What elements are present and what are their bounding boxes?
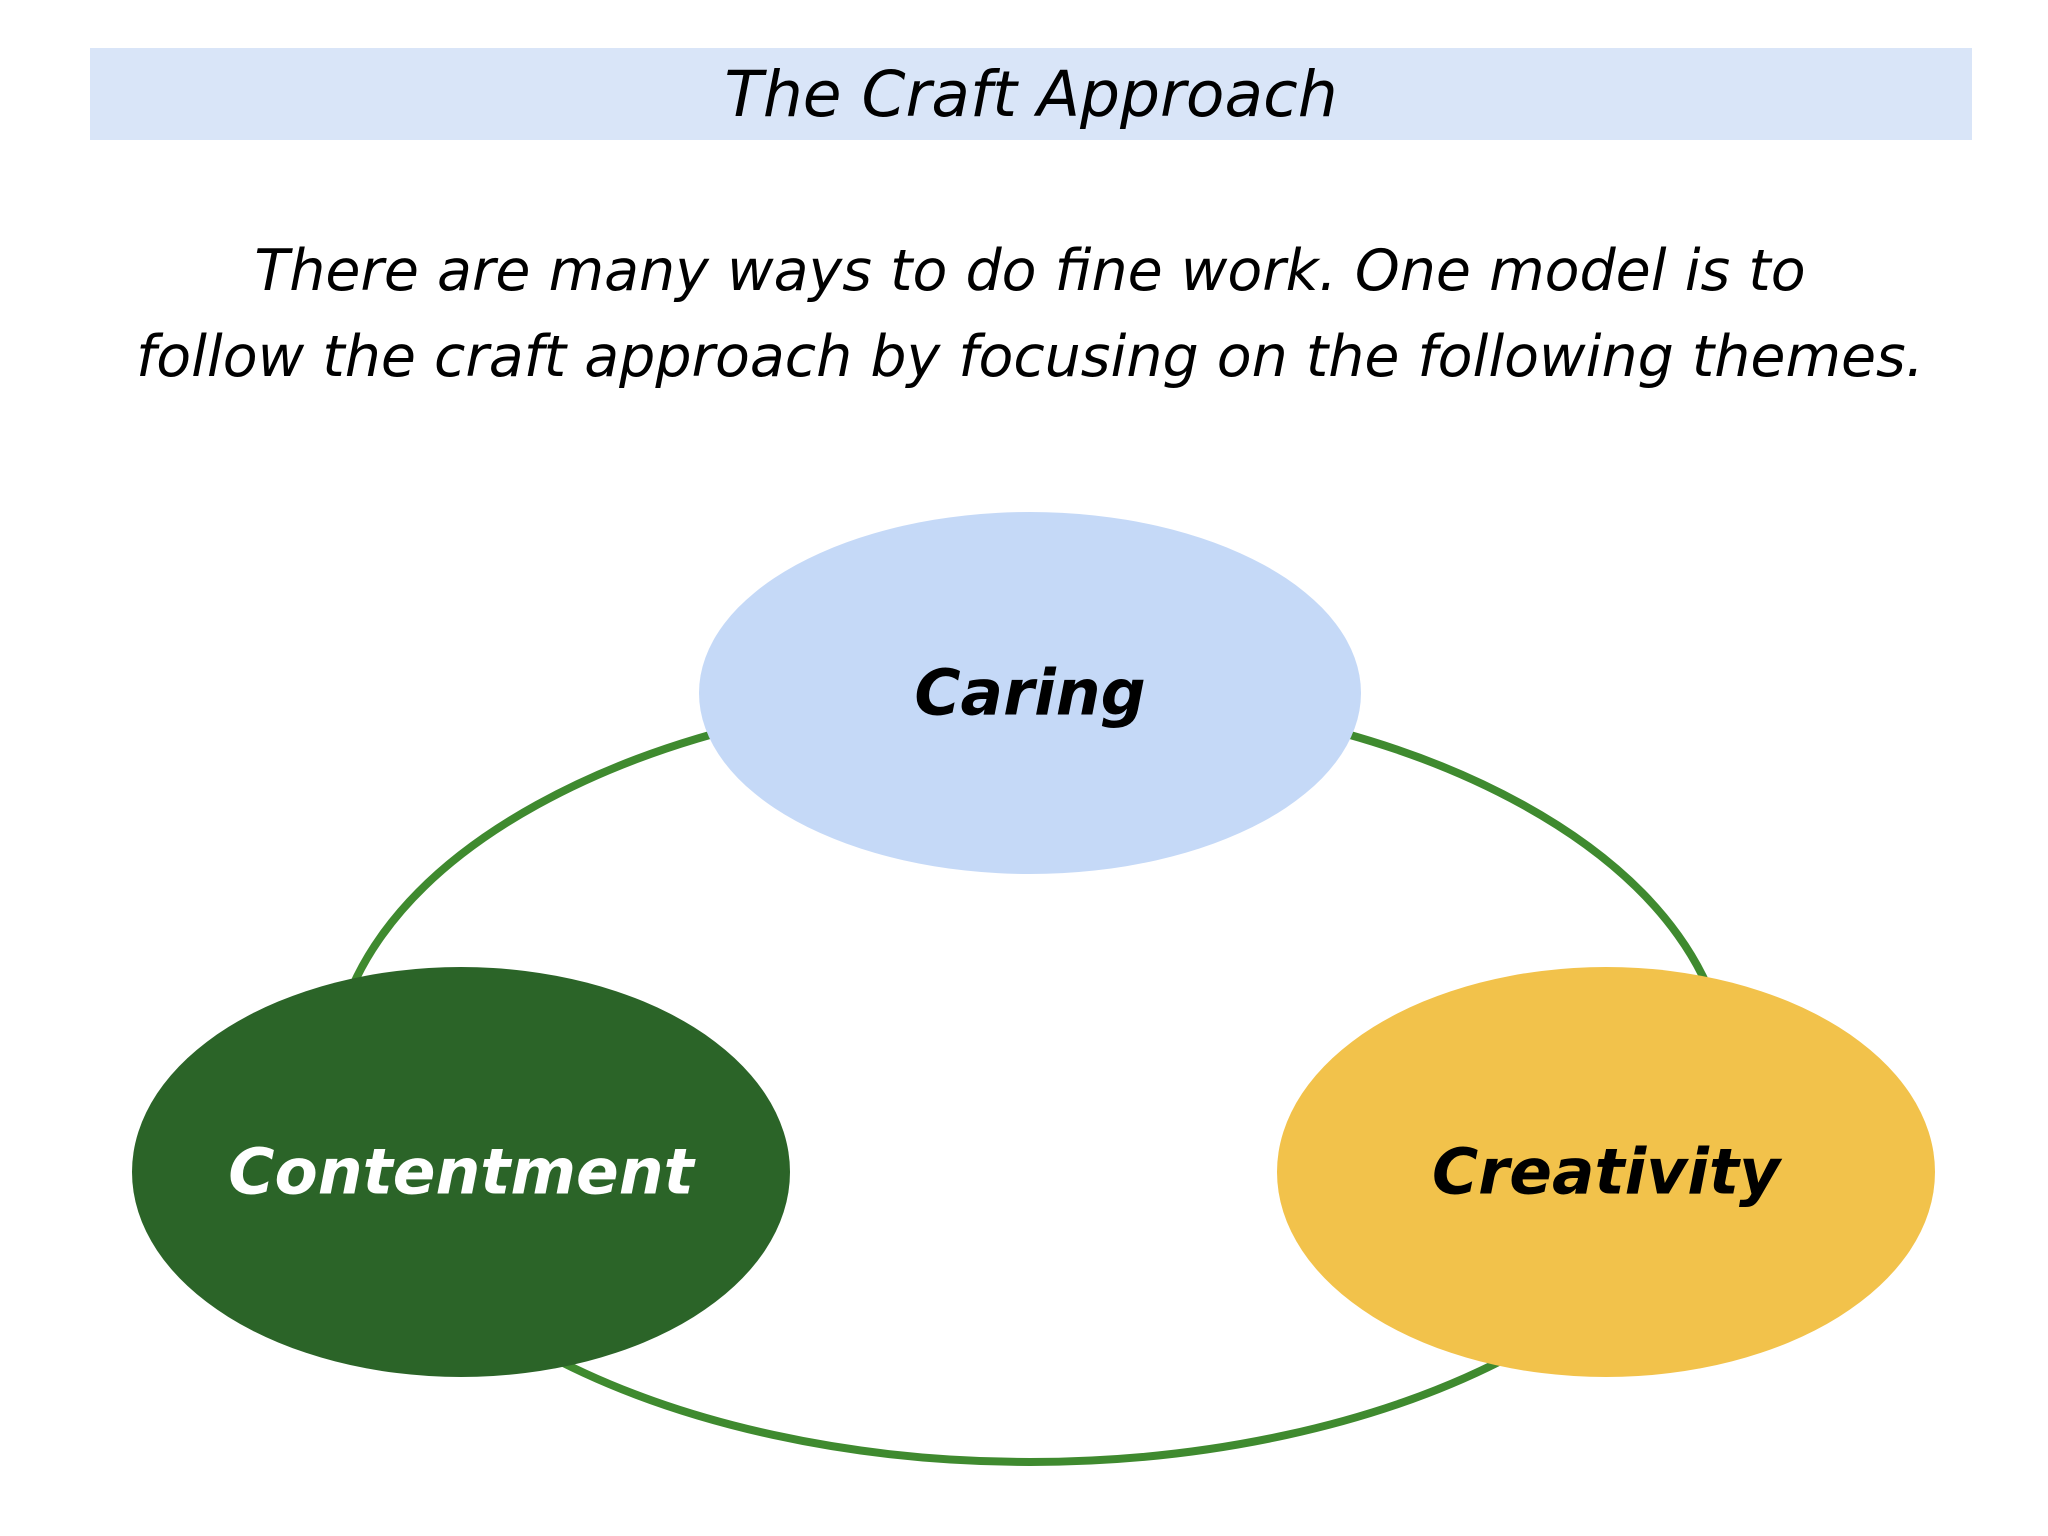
- intro-line-2: follow the craft approach by focusing on…: [136, 324, 1924, 390]
- node-label-creativity: Creativity: [1431, 1135, 1781, 1209]
- intro-text: There are many ways to do fine work. One…: [80, 228, 1980, 400]
- intro-line-1: There are many ways to do fine work. One…: [254, 238, 1806, 304]
- node-ellipse-caring: [699, 512, 1361, 874]
- node-ellipse-contentment: [132, 967, 790, 1377]
- page-title: The Craft Approach: [724, 57, 1338, 131]
- node-ellipse-creativity: [1277, 967, 1935, 1377]
- title-banner: The Craft Approach: [90, 48, 1972, 140]
- node-label-contentment: Contentment: [228, 1135, 694, 1209]
- node-label-caring: Caring: [914, 656, 1146, 730]
